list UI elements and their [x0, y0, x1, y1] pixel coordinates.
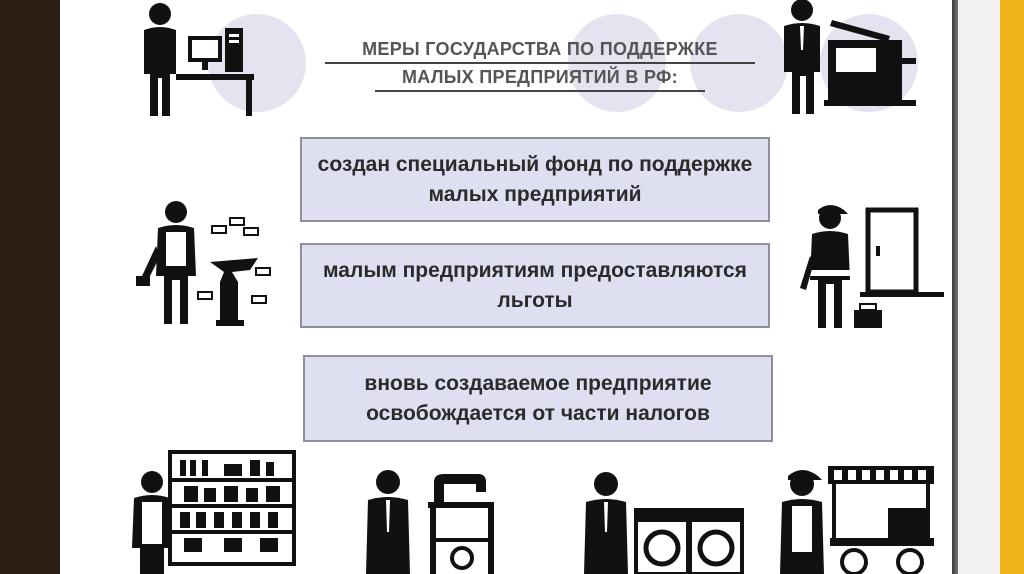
printer-operator-icon: [784, 0, 916, 114]
title-underline-1: [325, 62, 755, 64]
tailor-sewing-machine-icon: [366, 470, 494, 574]
decor-circle: [208, 14, 306, 112]
measure-text-fund: создан специальный фонд по поддержке мал…: [317, 152, 753, 206]
measure-box-benefits: малым предприятиям предоставляются льгот…: [300, 243, 770, 328]
office-worker-computer-icon: [144, 3, 254, 116]
infographic-title: МЕРЫ ГОСУДАРСТВА ПО ПОДДЕРЖКЕ МАЛЫХ ПРЕД…: [260, 36, 820, 92]
measure-text-tax-exemption: вновь создаваемое предприятие освобождае…: [364, 371, 712, 425]
measure-box-tax-exemption: вновь создаваемое предприятие освобождае…: [303, 355, 773, 442]
blacksmith-anvil-icon: [136, 201, 271, 326]
laundry-washer-icon: [584, 472, 744, 574]
next-slide-edge: [958, 0, 1000, 574]
title-line-2: МАЛЫХ ПРЕДПРИЯТИЙ В РФ:: [402, 67, 678, 87]
title-underline-2: [375, 90, 705, 92]
measure-box-fund: создан специальный фонд по поддержке мал…: [300, 137, 770, 222]
repairman-door-icon: [800, 205, 944, 328]
measure-text-benefits: малым предприятиям предоставляются льгот…: [323, 258, 747, 312]
title-line-1: МЕРЫ ГОСУДАРСТВА ПО ПОДДЕРЖКЕ: [362, 39, 718, 59]
street-vendor-cart-icon: [780, 466, 934, 574]
shop-shelves-seller-icon: [132, 450, 296, 574]
yellow-accent-strip: [1000, 0, 1024, 574]
slide-shadow: [952, 0, 960, 574]
